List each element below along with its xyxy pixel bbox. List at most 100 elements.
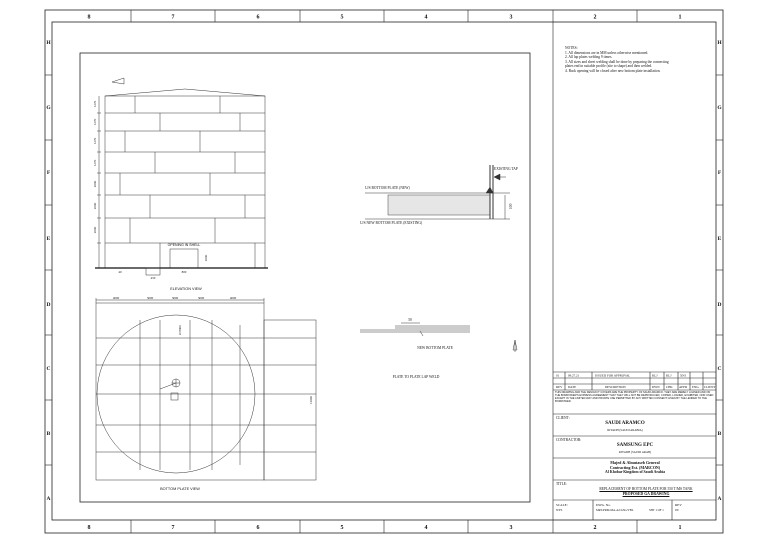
plan-dim-3: 3000 xyxy=(172,296,179,300)
drawing-title-line-2: PROPOSED GA DRAWING xyxy=(622,492,670,496)
row-label-b: B xyxy=(47,431,51,437)
col-label-2-bottom: 2 xyxy=(594,525,597,531)
elev-dim-3: 1270 xyxy=(93,137,97,144)
rev-header-rev: REV xyxy=(556,385,563,389)
elevation-view xyxy=(95,77,268,276)
drawing-title-line-1: REPLACEMENT OF BOTTOM PLATE FOR 550 T/MS… xyxy=(599,487,693,491)
note-item: 3. All sizes and sheet welding shall be … xyxy=(565,59,669,64)
base-dim-2: 450 xyxy=(151,276,156,280)
rev-header-eng: ENG. xyxy=(692,385,700,389)
existing-tap-label: EXISTING TAP xyxy=(494,167,518,171)
col-label-2: 2 xyxy=(594,15,597,21)
elev-dim-4: 1270 xyxy=(93,159,97,166)
row-label-h-right: H xyxy=(717,40,722,46)
contractor-name: SAMSUNG EPC xyxy=(616,443,654,448)
sheet-label: SHT 1 OF 1 xyxy=(649,508,664,512)
col-label-4: 4 xyxy=(425,15,428,21)
contractor-location: RIYADH (SAUDI ARAB) xyxy=(618,450,652,454)
company-line-1: Majed & Almutaseb General xyxy=(610,460,660,465)
elev-dim-2: 1270 xyxy=(93,118,97,125)
plan-inner-label: Ø 8000 xyxy=(178,325,182,335)
elevation-view-title: ELEVATION VIEW xyxy=(170,287,202,291)
col-label-1: 1 xyxy=(679,15,682,21)
opening-dim-width: 800 xyxy=(182,270,187,274)
row-label-d-right: D xyxy=(718,302,722,308)
row-label-a: A xyxy=(47,496,51,502)
notes-title: NOTES: xyxy=(565,46,578,50)
row-label-a-right: A xyxy=(718,496,722,502)
row-label-e: E xyxy=(47,236,51,242)
rev-chk-cell: KLJ xyxy=(666,374,672,378)
row-label-g: G xyxy=(46,105,51,111)
opening-label: OPENING IN SHELL xyxy=(168,243,201,247)
rev-value: 00 xyxy=(675,508,679,512)
rev-date-cell: 09.27.21 xyxy=(568,374,580,378)
title-block xyxy=(552,22,716,520)
dwg-label: DWG. No. xyxy=(596,503,611,507)
border-ticks xyxy=(45,10,723,533)
row-label-f: F xyxy=(47,170,51,176)
lap-weld-detail xyxy=(360,322,518,352)
opening-dim-height: 2000 xyxy=(204,254,208,261)
plate-detail xyxy=(365,165,510,220)
elev-dim-6: 2000 xyxy=(93,202,97,209)
plan-side-dim: 12000 xyxy=(309,396,313,404)
scale-label: SCALE: xyxy=(556,503,568,507)
elev-dim-5: 2000 xyxy=(93,180,97,187)
client-location: RIYADH (SAUDI ARABIA) xyxy=(607,428,643,432)
rev-dwn-cell: KLJ xyxy=(652,374,658,378)
contractor-label: CONTRACTOR: xyxy=(556,438,582,442)
plan-dim-1: 4000 xyxy=(113,296,120,300)
col-label-5-bottom: 5 xyxy=(341,525,344,531)
row-label-c-right: C xyxy=(718,366,722,372)
shell-opening xyxy=(169,248,199,269)
scale-value: NTS xyxy=(556,508,563,512)
rev-header-appd: APPD xyxy=(679,385,688,389)
bottom-plate-view xyxy=(95,298,317,481)
note-item: plates end in suitable profile (site to … xyxy=(565,64,653,69)
company-line-2: Contracting Est. (MARCON) xyxy=(609,465,661,470)
rev-header-dwn: DWN xyxy=(652,385,660,389)
row-label-d: D xyxy=(47,302,51,308)
note-item: 1. All dimensions are in MM unless other… xyxy=(565,50,649,55)
col-label-5: 5 xyxy=(341,15,344,21)
rev-header-desc: DESCRIPTION xyxy=(605,385,626,389)
rev-header-client: CLIENT xyxy=(704,385,715,389)
rev-cell: 01 xyxy=(556,374,560,378)
col-label-8: 8 xyxy=(88,15,91,21)
rev-header-date: DATE xyxy=(568,385,576,389)
row-label-f-right: F xyxy=(718,170,722,176)
elev-dim-1: 1270 xyxy=(93,100,97,107)
lap-plate-label: NEW BOTTOM PLATE xyxy=(417,346,454,350)
weld-dim: 100 xyxy=(509,203,513,209)
col-label-4-bottom: 4 xyxy=(425,525,428,531)
lap-weld-title: PLATE TO PLATE LAP WELD xyxy=(393,375,440,379)
rev-label: REV xyxy=(675,503,682,507)
col-label-3-bottom: 3 xyxy=(510,525,513,531)
col-label-8-bottom: 8 xyxy=(88,525,91,531)
company-line-3: Al Khobar Kingdom of Saudi Arabia xyxy=(605,470,665,474)
title-label: TITLE: xyxy=(556,482,567,486)
notes-block: NOTES: 1. All dimensions are in MM unles… xyxy=(565,46,715,74)
col-label-6-bottom: 6 xyxy=(257,525,260,531)
note-item: 4. Back opening will be closed after new… xyxy=(565,68,661,73)
client-label: CLIENT: xyxy=(556,416,570,420)
plan-dim-2: 3000 xyxy=(147,296,154,300)
row-label-b-right: B xyxy=(718,431,722,437)
disclaimer-text: THIS DRAWING AND THE DESIGN IT COVERS AR… xyxy=(555,391,714,404)
old-plate-label: U/S BOTTOM PLATE (NEW) xyxy=(365,186,411,190)
row-label-g-right: G xyxy=(717,105,722,111)
col-label-3: 3 xyxy=(510,15,513,21)
rev-desc-cell: ISSUED FOR APPROVAL xyxy=(595,374,630,378)
lap-dim: 50 xyxy=(408,318,412,322)
col-label-6: 6 xyxy=(257,15,260,21)
note-item: 2. All lap plates welding 9 times. xyxy=(565,55,613,60)
row-label-h: H xyxy=(46,40,51,46)
dwg-value: MRT-PRM-MA-A2/GSG/VBL xyxy=(596,508,634,512)
elev-dim-7: 2000 xyxy=(93,226,97,233)
drawing-area-frame xyxy=(79,52,531,503)
rev-header-chk: CHK xyxy=(666,385,673,389)
bottom-plate-view-title: BOTTOM PLATE VIEW xyxy=(160,487,200,491)
rev-appd-cell: XNI xyxy=(680,374,686,378)
